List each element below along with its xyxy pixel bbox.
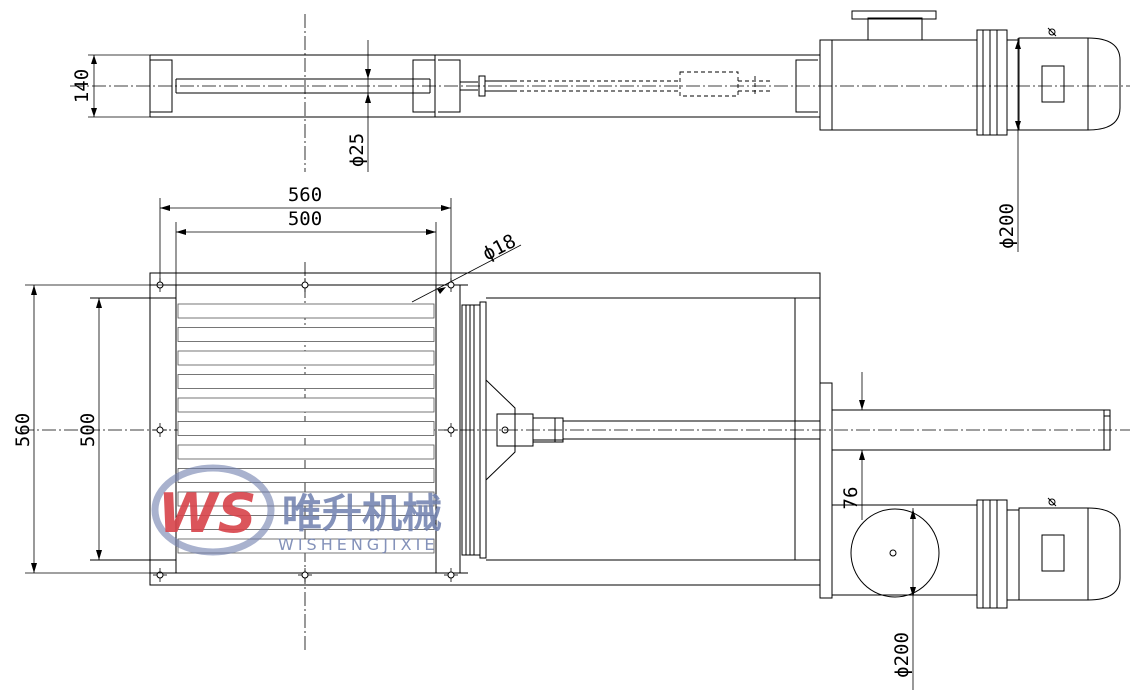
front-dim-height-outer-label: 560	[12, 413, 34, 447]
bolt-hole	[444, 423, 458, 437]
gate-plate-edge	[461, 301, 487, 559]
bolt-hole	[444, 568, 458, 582]
front-view: 560 500 ϕ18 560 500	[12, 184, 1130, 690]
front-dim-height-outer: 560	[12, 284, 176, 574]
watermark-logo: WS	[151, 464, 275, 556]
front-dim-height-inner-label: 500	[77, 413, 99, 447]
bolt-hole	[153, 568, 167, 582]
front-actuator	[819, 382, 1121, 609]
grating-bars	[177, 303, 435, 554]
front-dim-motor: ϕ200	[891, 508, 916, 690]
bolt-holes	[153, 278, 458, 582]
grating-bar	[177, 515, 435, 530]
front-dim-width-outer: 560	[159, 184, 452, 282]
watermark-en-name: WISHENGJIXIE	[278, 535, 438, 554]
grating-bar	[177, 444, 435, 460]
front-dim-offset-label: 76	[840, 487, 862, 510]
grating-bar	[177, 350, 435, 366]
top-view: 140 ϕ25 ϕ200	[70, 10, 1130, 252]
front-dim-motor-label: ϕ200	[891, 632, 913, 678]
watermark: WS 唯升机械 WISHENGJIXIE	[151, 464, 442, 556]
front-dim-hole: ϕ18	[411, 230, 522, 303]
grating-bar	[177, 491, 435, 507]
top-shaft-hidden	[478, 71, 770, 97]
top-dim-motor-label: ϕ200	[996, 203, 1018, 249]
grating-bar	[177, 374, 435, 389]
top-dim-motor: ϕ200	[996, 38, 1021, 252]
grating-bar	[177, 303, 435, 319]
bolt-hole	[298, 568, 312, 582]
grating-bar	[177, 397, 435, 413]
front-dim-height-inner: 500	[77, 298, 102, 560]
stem-yoke	[485, 379, 820, 481]
top-dim-shaft: ϕ25	[346, 40, 371, 172]
grating-bar	[177, 421, 435, 436]
bolt-hole	[153, 423, 167, 437]
top-actuator	[819, 10, 1121, 136]
top-extension-frame	[435, 54, 820, 118]
watermark-logo-letters: WS	[158, 482, 256, 545]
front-dim-width-inner: 500	[175, 208, 437, 285]
top-dim-height-label: 140	[71, 69, 93, 103]
front-dim-hole-label: ϕ18	[479, 230, 520, 265]
watermark-cn-name: 唯升机械	[282, 491, 442, 537]
front-dim-offset: 76	[840, 372, 865, 520]
bolt-hole	[298, 278, 312, 292]
top-dim-140: 140	[71, 54, 150, 118]
grating-bar	[177, 327, 435, 342]
top-dim-shaft-label: ϕ25	[346, 133, 368, 167]
front-dim-width-outer-label: 560	[288, 184, 322, 206]
top-frame	[149, 54, 436, 118]
front-dim-width-inner-label: 500	[288, 208, 322, 230]
